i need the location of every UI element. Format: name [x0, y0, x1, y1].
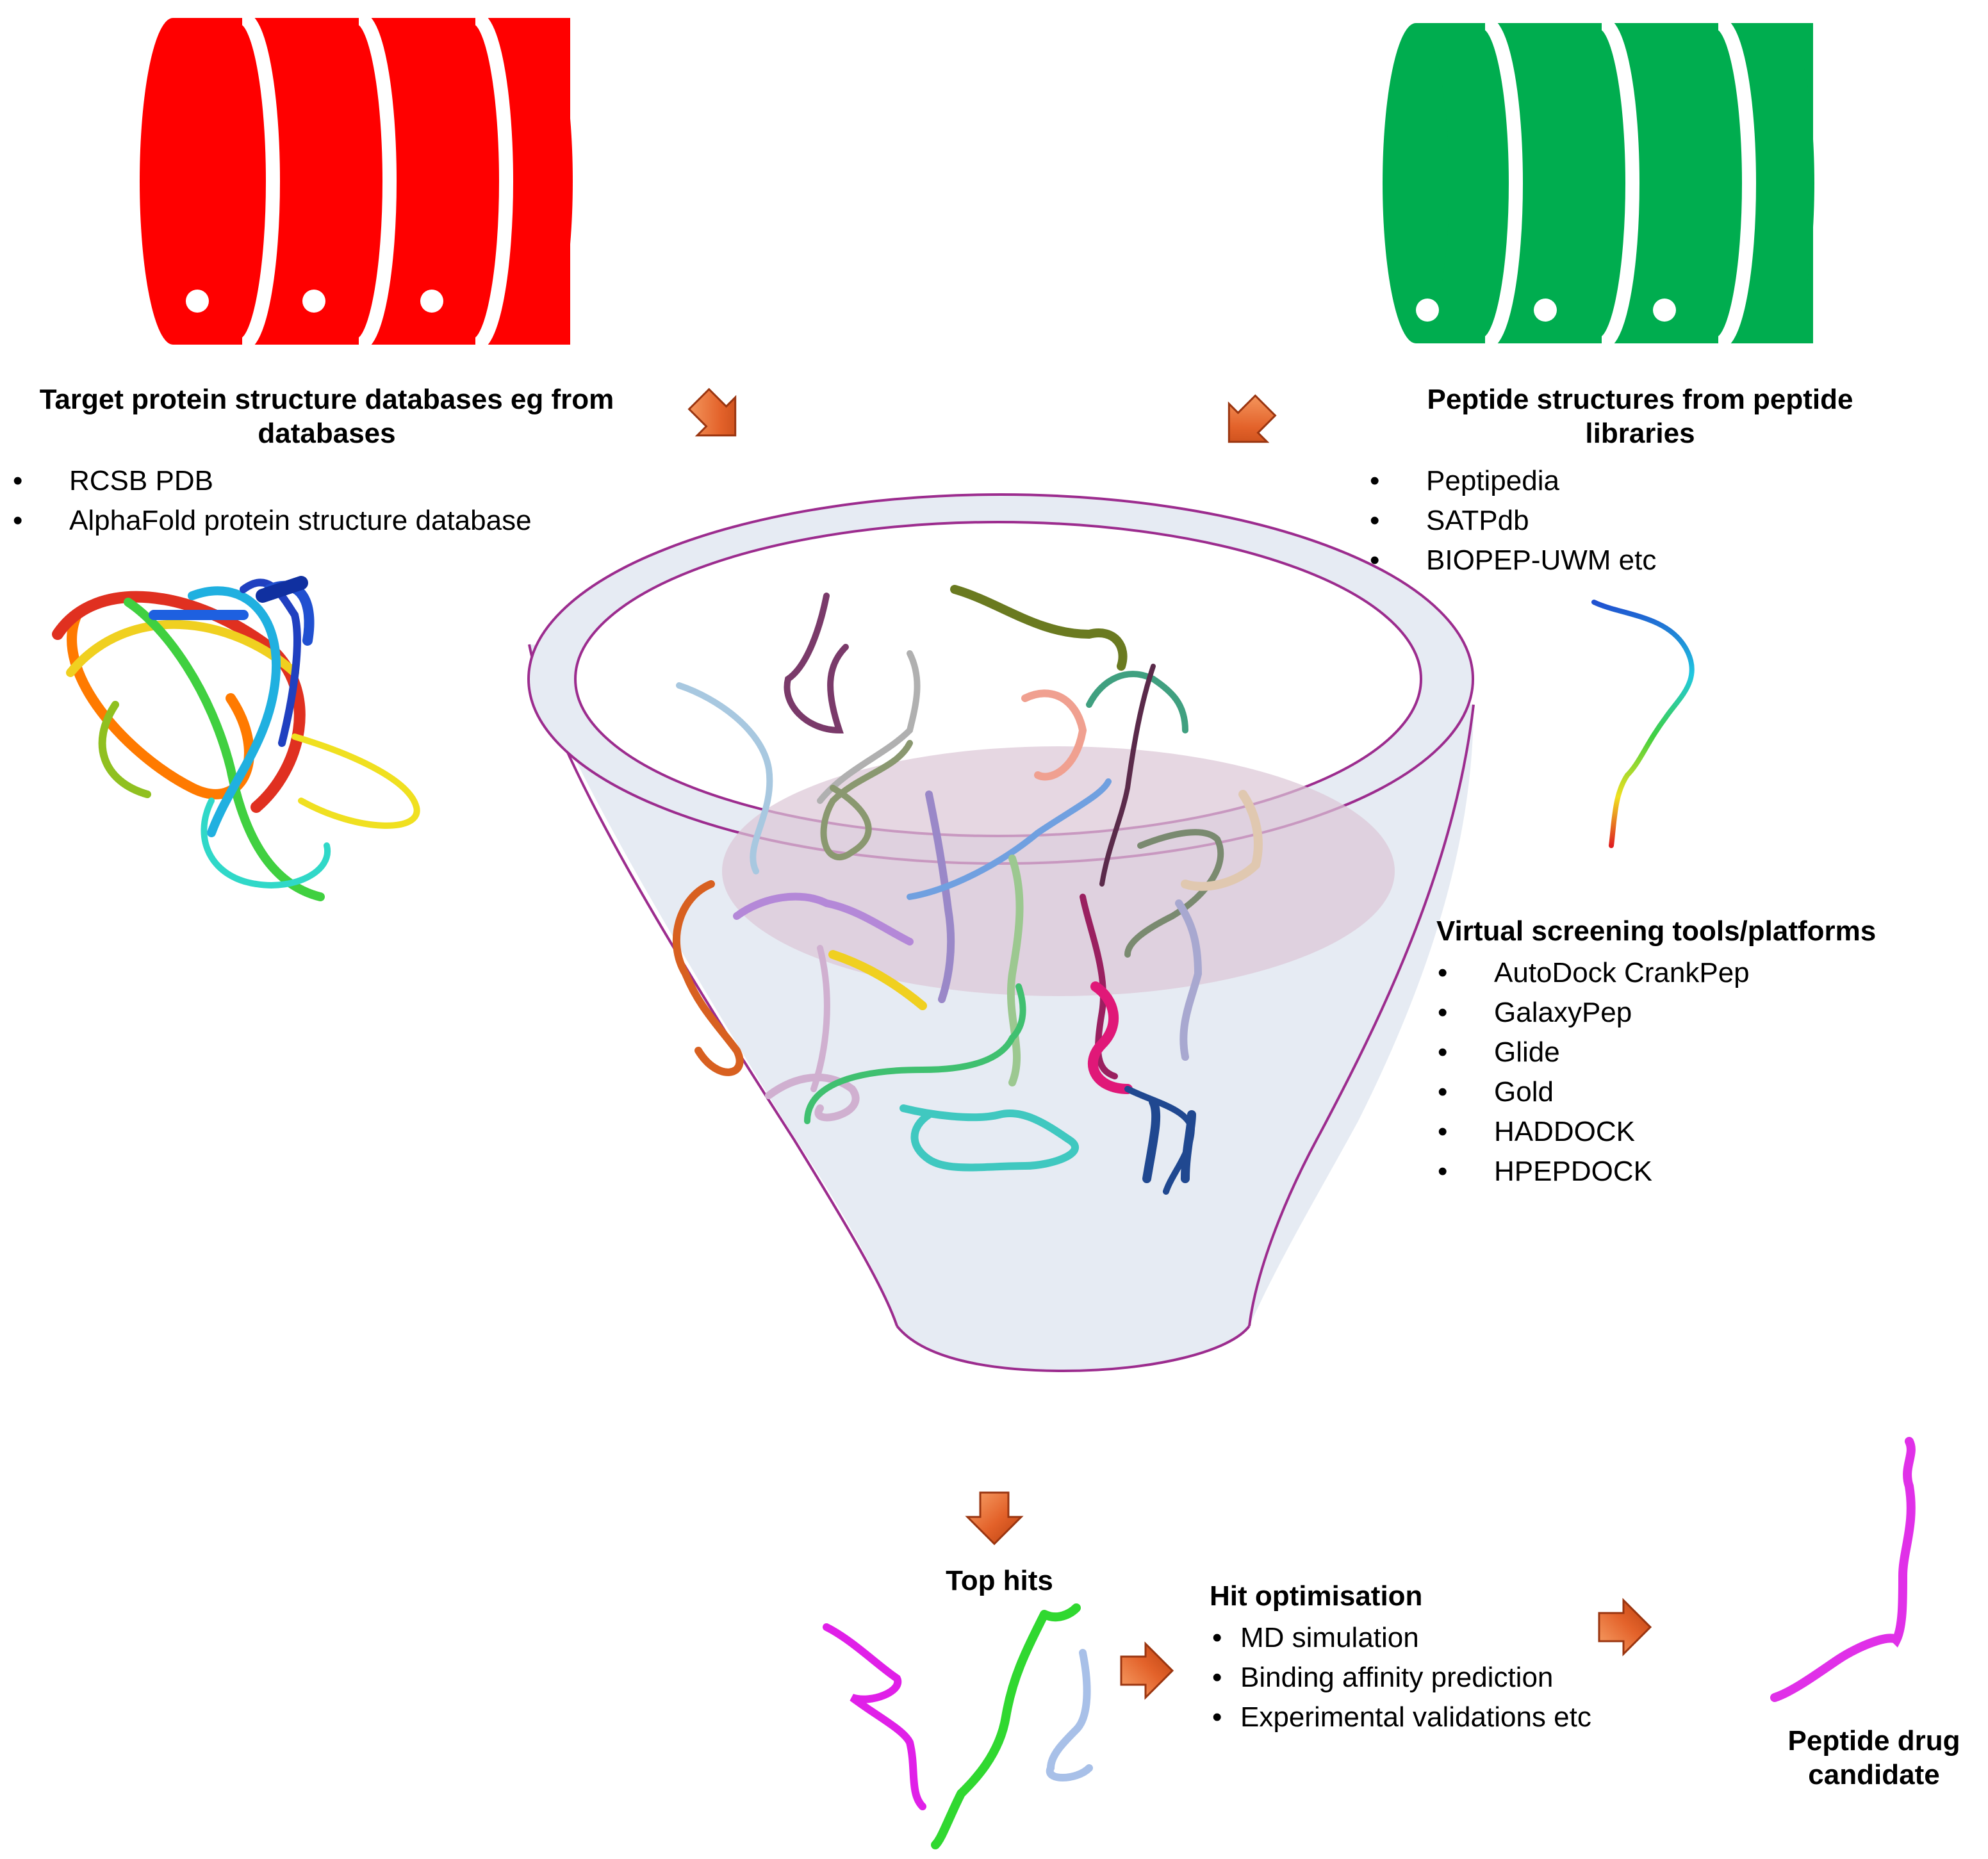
bullet: • — [1438, 1036, 1448, 1068]
list-item-label: Binding affinity prediction — [1240, 1662, 1554, 1693]
funnel-peptide — [820, 740, 913, 860]
list-item: • RCSB PDB — [13, 461, 628, 501]
list-item-label: HPEPDOCK — [1494, 1156, 1652, 1187]
list-item: • AlphaFold protein structure database — [13, 501, 628, 541]
funnel-peptide — [1124, 829, 1224, 958]
list-item-label: BIOPEP-UWM etc — [1426, 545, 1657, 576]
list-item-label: AlphaFold protein structure database — [69, 505, 532, 536]
target-protein-structure-icon — [52, 576, 420, 901]
list-item: • Experimental validations etc — [1212, 1698, 1699, 1737]
top-hit-peptide — [823, 1623, 926, 1810]
funnel-peptide — [900, 1104, 1079, 1172]
arrow-peptide-to-funnel — [1209, 385, 1286, 462]
list-item: • GalaxyPep — [1438, 993, 1976, 1033]
list-item-label: SATPdb — [1426, 505, 1529, 536]
peptide-database-icon — [1383, 16, 1814, 350]
list-item-label: MD simulation — [1240, 1622, 1419, 1653]
candidate-heading: Peptide drug candidate — [1787, 1725, 1960, 1790]
funnel-peptide — [817, 650, 921, 804]
list-item: • MD simulation — [1212, 1618, 1699, 1658]
list-item: • HPEPDOCK — [1438, 1152, 1976, 1192]
funnel-peptide — [1006, 855, 1024, 1086]
funnel-peptide — [907, 778, 1112, 900]
target-databases-list: • RCSB PDB • AlphaFold protein structure d… — [13, 461, 628, 541]
bullet: • — [1212, 1662, 1222, 1693]
list-item: • Binding affinity prediction — [1212, 1658, 1699, 1698]
arrow-target-to-funnel — [678, 379, 755, 455]
screening-heading: Virtual screening tools/platforms — [1436, 915, 1877, 947]
funnel-peptide — [1086, 671, 1188, 733]
list-item: • Peptipedia — [1370, 461, 1946, 501]
funnel-peptide — [1080, 894, 1118, 1079]
funnel-peptide — [1175, 899, 1203, 1061]
list-item-label: AutoDock CrankPep — [1494, 957, 1750, 988]
funnel-peptide — [1099, 664, 1156, 887]
top-hit-peptide — [1046, 1649, 1093, 1781]
bullet: • — [1370, 545, 1380, 576]
funnel-peptide — [925, 790, 955, 1003]
arrow-funnel-to-hits — [966, 1491, 1023, 1545]
bullet: • — [1438, 1116, 1448, 1147]
bullet: • — [1370, 465, 1380, 496]
funnel-peptide — [676, 682, 773, 874]
funnel-peptide — [1021, 689, 1087, 781]
target-heading: Target protein structure databases eg fr… — [39, 384, 614, 449]
peptide-libraries-list: • Peptipedia • SATPdb • BIOPEP-UWM etc — [1370, 461, 1946, 580]
bullet: • — [1438, 1156, 1448, 1187]
optimisation-steps-list: • MD simulation • Binding affinity predict… — [1212, 1618, 1699, 1737]
list-item: • HADDOCK — [1438, 1112, 1976, 1152]
funnel-peptide — [784, 593, 849, 734]
top-hit-peptide — [931, 1603, 1081, 1849]
bullet: • — [1212, 1622, 1222, 1653]
funnel-peptide — [673, 880, 744, 1076]
list-item-label: Experimental validations etc — [1240, 1701, 1591, 1733]
bullet: • — [1370, 505, 1380, 536]
target-database-icon — [140, 11, 573, 352]
candidate-peptide-icon — [1770, 1437, 1916, 1702]
list-item: • BIOPEP-UWM etc — [1370, 541, 1946, 580]
top-hit-peptides — [823, 1603, 1093, 1849]
peptide-library-in-funnel — [673, 585, 1263, 1195]
bullet: • — [13, 505, 23, 536]
list-item-label: Peptipedia — [1426, 465, 1559, 496]
list-item-label: RCSB PDB — [69, 465, 213, 496]
funnel-peptide — [828, 950, 927, 1010]
bullet: • — [1212, 1701, 1222, 1733]
screening-tools-list: • AutoDock CrankPep • GalaxyPep • Glide • Go… — [1438, 953, 1976, 1192]
list-item-label: HADDOCK — [1494, 1116, 1636, 1147]
list-item-label: Gold — [1494, 1076, 1554, 1108]
screening-funnel — [527, 493, 1475, 1373]
list-item-label: GalaxyPep — [1494, 997, 1632, 1028]
top-hits-heading: Top hits — [946, 1565, 1053, 1596]
funnel-peptide — [804, 983, 1026, 1124]
list-item: • AutoDock CrankPep — [1438, 953, 1976, 993]
funnel-peptide — [950, 585, 1128, 671]
arrow-hits-to-optimisation — [1120, 1642, 1174, 1699]
funnel-peptide — [1181, 790, 1263, 891]
funnel-peptide — [1142, 1097, 1196, 1183]
list-item-label: Glide — [1494, 1036, 1560, 1068]
bullet: • — [1438, 997, 1448, 1028]
optimisation-heading: Hit optimisation — [1210, 1580, 1423, 1612]
funnel-peptide — [765, 1073, 860, 1122]
peptide-heading: Peptide structures from peptide librarie… — [1427, 384, 1853, 449]
bullet: • — [1438, 1076, 1448, 1108]
list-item: • SATPdb — [1370, 501, 1946, 541]
library-peptide-icon — [1591, 600, 1695, 848]
bullet: • — [13, 465, 23, 496]
list-item: • Gold — [1438, 1072, 1976, 1112]
list-item: • Glide — [1438, 1033, 1976, 1072]
funnel-peptide — [733, 892, 914, 946]
funnel-peptide — [1087, 981, 1133, 1094]
bullet: • — [1438, 957, 1448, 988]
